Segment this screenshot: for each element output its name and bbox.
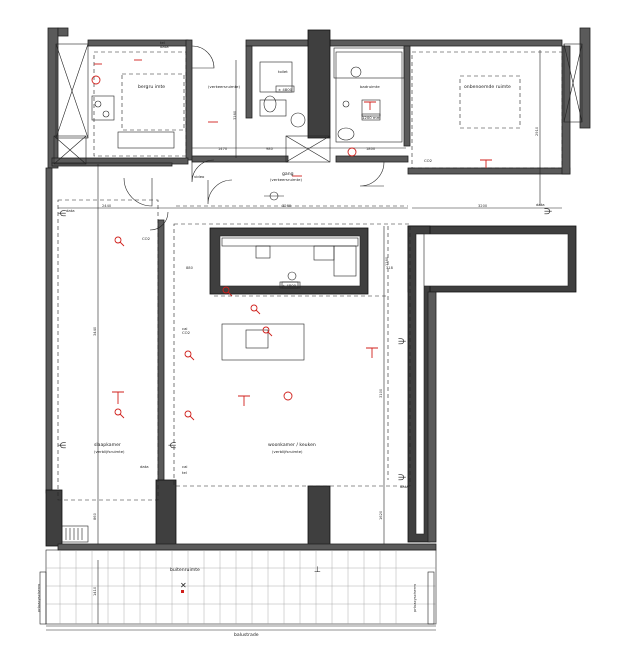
room-label-verkeersruimte-top: (verkeersruimte) [208, 84, 240, 89]
dim-2440: 2440 [102, 204, 112, 208]
dim-3260: 3260 [282, 204, 292, 208]
dim-1160: 1160 [385, 256, 389, 266]
outer-walls [45, 27, 591, 551]
label-data-2: data [536, 202, 545, 207]
room-label-slaapkamer: slaapkamer [94, 442, 121, 448]
label-cai-2: cai [182, 464, 187, 469]
room-label-onbenoemde: onbenoemde ruimte [464, 84, 511, 90]
elevation-1: ± 4800 [278, 87, 293, 92]
label-video: video [194, 174, 205, 179]
room-label-buitenruimte: buitenruimte [170, 567, 200, 573]
installation-labels: data data data data data video CO2 CO2 C… [66, 40, 545, 489]
label-tel-2: tel [160, 40, 165, 45]
dim-860: 860 [93, 512, 97, 520]
svg-text:⋺: ⋺ [398, 337, 406, 346]
dim-3440: 3440 [93, 326, 97, 336]
room-label-woonkamer-sub: (verblijfsruimte) [272, 449, 303, 454]
svg-text:⋺: ⋺ [544, 207, 552, 216]
outlet-symbols: ⋲ ⋲ ⋲ ⋺ ⋺ ⋺ ✕ ⊥ [58, 207, 552, 590]
dim-318: 318 [386, 266, 394, 270]
room-label-toilet: toilet [278, 69, 288, 74]
svg-text:⊥: ⊥ [314, 565, 321, 574]
svg-text:✕: ✕ [180, 581, 187, 590]
dim-980: 980 [266, 147, 274, 151]
room-label-bergruimte: bergru imte [138, 84, 165, 90]
dim-1620: 1620 [379, 510, 383, 520]
room-label-badruimte: badruimte [360, 84, 380, 89]
dim-1410: 1410 [93, 586, 97, 596]
installation-symbols [91, 59, 492, 593]
room-labels: bergru imte (verkeersruimte) toilet badr… [36, 69, 511, 638]
dashed-lines [57, 51, 563, 501]
dim-2910: 2910 [535, 126, 539, 136]
balcony [39, 525, 437, 631]
label-data-3: data [140, 464, 149, 469]
dim-880: 880 [186, 266, 194, 270]
dim-1470: 1470 [218, 147, 228, 151]
shafts [53, 43, 583, 165]
dim-3200: 3200 [478, 204, 488, 208]
svg-text:⋺: ⋺ [398, 473, 406, 482]
label-data-5: data [400, 484, 409, 489]
sanitary [91, 51, 403, 149]
elevation-2: ± 4800 [282, 283, 297, 288]
label-co2-2: CO2 [182, 330, 191, 335]
dimension-lines [58, 50, 562, 624]
svg-text:⋲: ⋲ [58, 209, 66, 218]
balustrade-label: balustrade [234, 632, 259, 638]
label-tel-1: tel [182, 470, 187, 475]
room-label-slaapkamer-sub: (verblijfsruimte) [94, 449, 125, 454]
dim-1800: 1800 [366, 147, 376, 151]
label-co2-3: CO2 [424, 158, 433, 163]
svg-text:⋲: ⋲ [58, 441, 66, 450]
label-data-4: data [66, 208, 75, 213]
svg-text:⋲: ⋲ [168, 441, 176, 450]
room-label-gang: gang [282, 172, 294, 177]
dim-3100: 3100 [379, 388, 383, 398]
kitchen-counter [221, 237, 359, 361]
elevation-4: 1200 mm [362, 115, 381, 120]
room-label-woonkamer: woonkamer / keuken [268, 442, 316, 448]
room-label-gang-sub: (verkeersruimte) [270, 177, 302, 182]
label-data-1: data [160, 44, 169, 49]
elevation-markers: ± 4800 ± 4800 1200 mm [275, 85, 381, 289]
privacyscherm-right-label: privacyscherm [412, 584, 417, 612]
dimension-texts: 1470 980 1800 2440 3260 3200 3160 2910 1… [93, 110, 539, 596]
label-cai-1: cai [182, 326, 187, 331]
privacyscherm-left-label: privacyscherm [36, 584, 41, 612]
dim-3160: 3160 [233, 110, 237, 120]
doors [123, 45, 385, 231]
label-co2-1: CO2 [142, 236, 151, 241]
